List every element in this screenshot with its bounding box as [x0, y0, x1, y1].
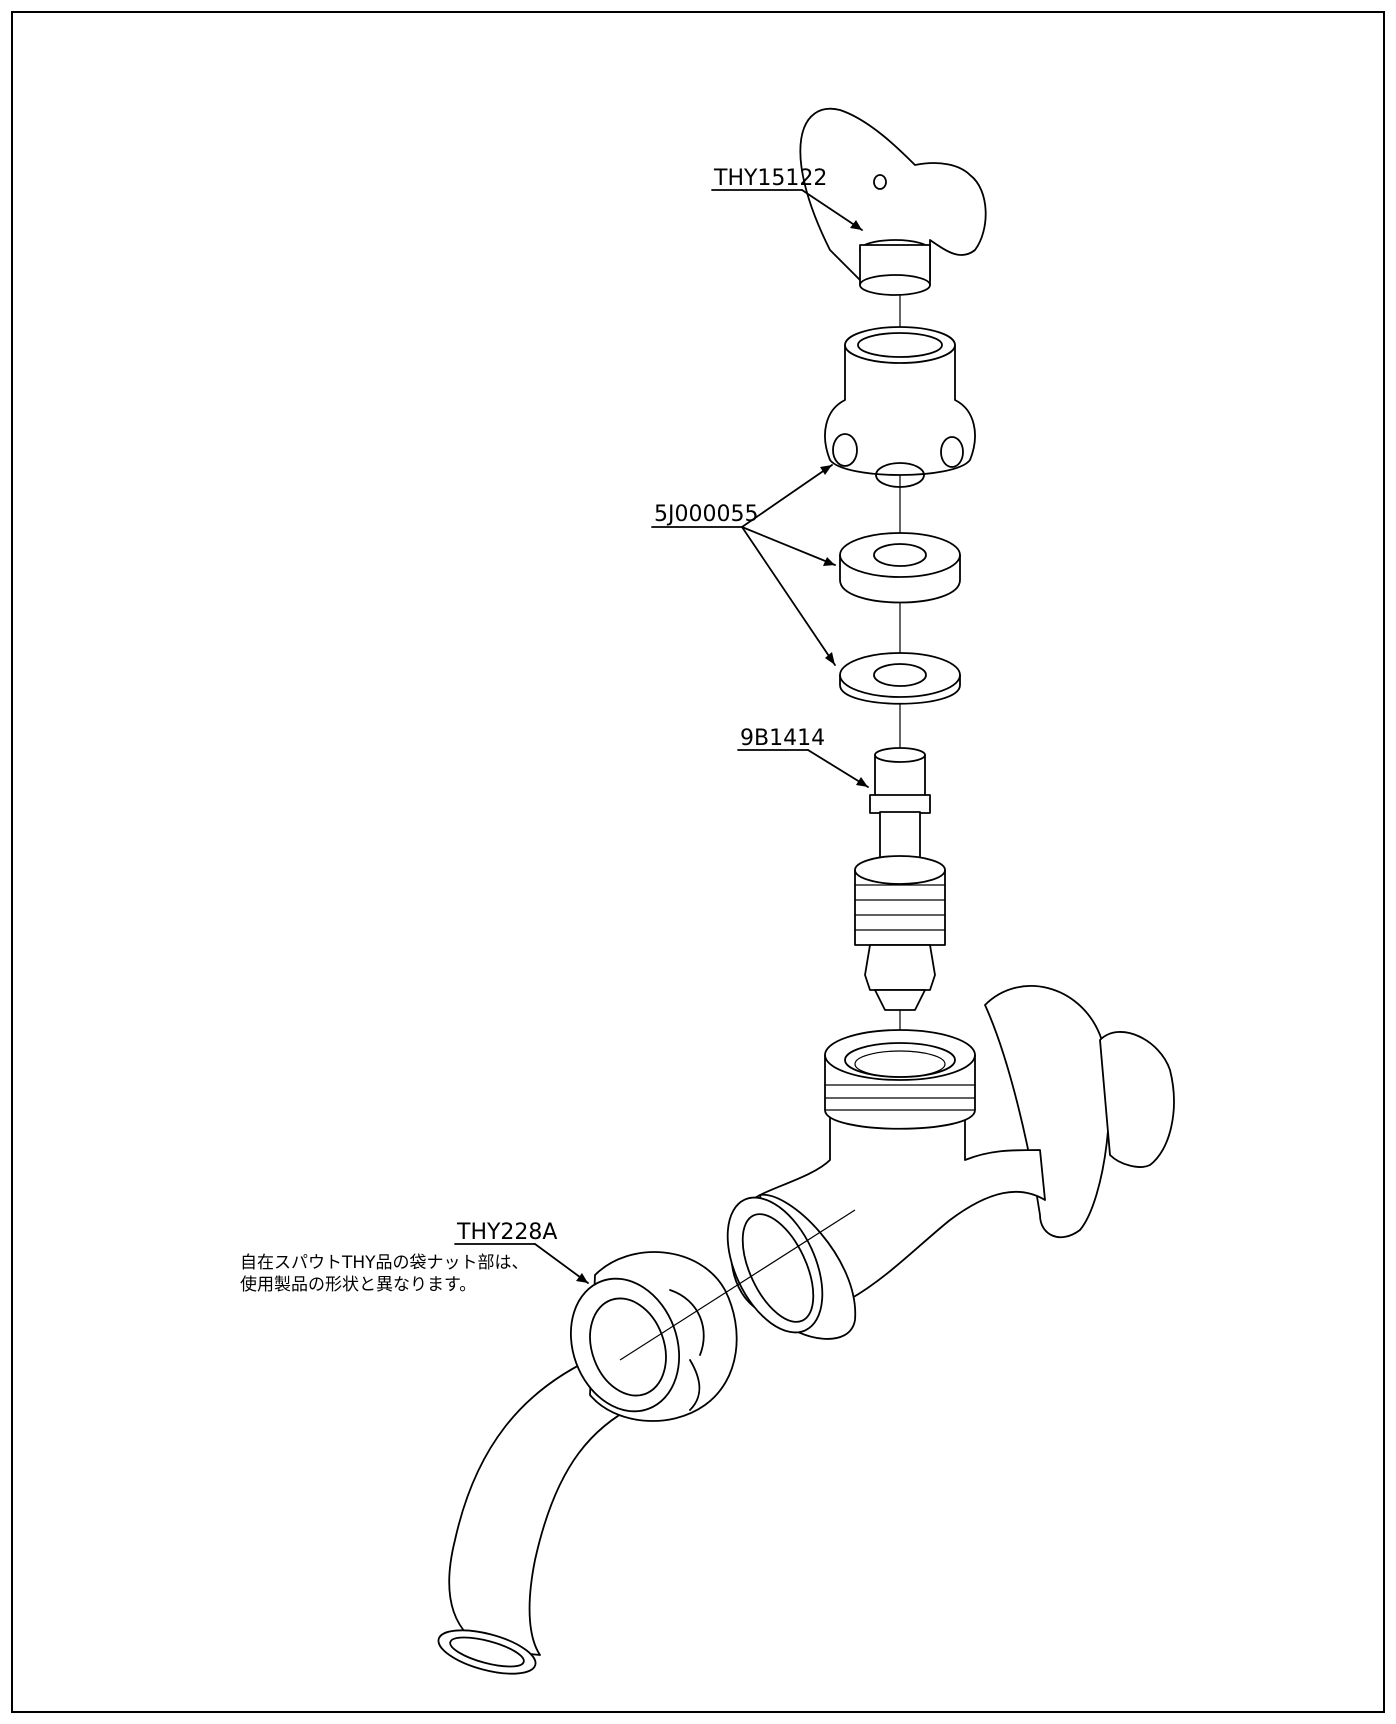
spindle-part	[854, 747, 946, 1011]
label-handle-group: THY15122	[711, 166, 863, 231]
label-spout-nut-group: THY228A	[454, 1220, 589, 1284]
spout-nut-part	[569, 1251, 738, 1422]
spout-axis-line	[619, 1209, 856, 1361]
label-spindle-group: 9B1414	[737, 726, 869, 788]
washer-thin-part	[839, 652, 961, 705]
note-line-2: 使用製品の形状と異なります。	[240, 1274, 476, 1295]
drawing-frame	[11, 11, 1385, 1713]
cap-nut-part	[824, 326, 976, 488]
label-handle: THY15122	[713, 166, 827, 191]
valve-body-part	[726, 985, 1175, 1340]
label-spout-nut: THY228A	[456, 1220, 557, 1245]
packing-thick-part	[839, 532, 961, 604]
note-line-1: 自在スパウトTHY品の袋ナット部は、	[240, 1253, 529, 1273]
label-spindle: 9B1414	[740, 726, 825, 751]
label-cap-packings: 5J000055	[654, 502, 758, 527]
handle-part	[799, 107, 987, 296]
spout-nut-note: 自在スパウトTHY品の袋ナット部は、 使用製品の形状と異なります。	[240, 1253, 529, 1295]
label-cap-packings-group: 5J000055	[651, 464, 836, 666]
